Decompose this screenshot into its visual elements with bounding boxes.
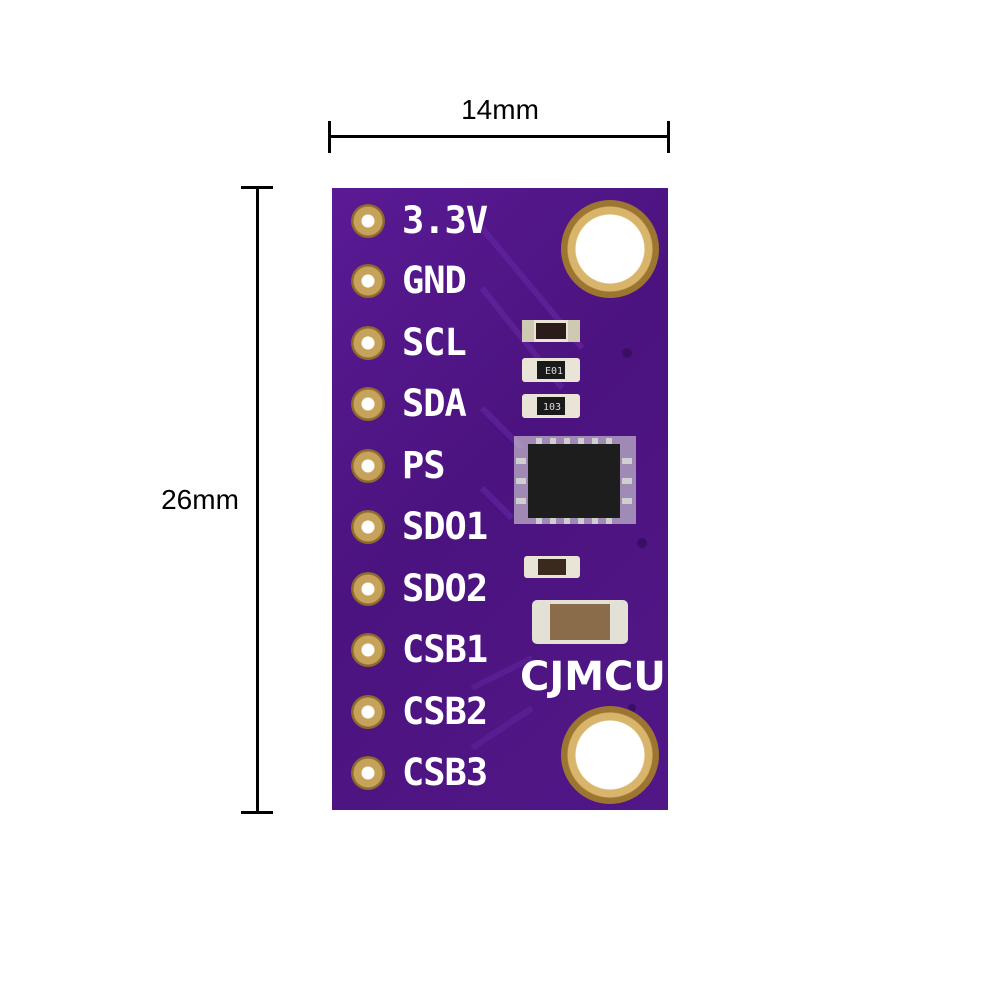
pin-pad [351,572,385,606]
pin-label: CSB2 [402,690,488,733]
smd-component-4 [524,556,580,578]
width-dimension-tick-right [667,121,670,153]
mounting-hole-bottom [561,706,659,804]
smd-component-1 [522,320,580,342]
svg-text:103: 103 [543,402,561,413]
pin-pad [351,326,385,360]
svg-text:E01: E01 [545,366,563,377]
pin-pad [351,204,385,238]
pin-pad [351,449,385,483]
pin-label: SDO1 [402,505,488,548]
width-dimension-line [330,135,670,138]
brand-silkscreen: CJMCU [520,654,666,700]
pin-pad [351,633,385,667]
smd-component-3: 103 [522,394,580,418]
smd-component-2: E01 [522,358,580,382]
width-dimension-tick-left [328,121,331,153]
pin-pad [351,510,385,544]
pin-label: GND [402,259,467,302]
pin-label: SCL [402,321,467,364]
pin-pad [351,756,385,790]
width-dimension-label: 14mm [461,94,539,125]
pin-label: CSB1 [402,628,488,671]
pcb-components-graphic: E01 103 [470,226,647,751]
pin-label: 3.3V [402,199,488,242]
pin-pad [351,264,385,298]
sensor-chip [514,436,636,524]
pin-label: CSB3 [402,751,488,794]
pin-label: SDA [402,382,467,425]
height-dimension-tick-bottom [241,811,273,814]
pin-pad [351,387,385,421]
pcb-board: E01 103 [332,188,668,810]
pin-pad [351,695,385,729]
pin-label: SDO2 [402,567,488,610]
ceramic-capacitor [532,600,628,644]
height-dimension-line [256,187,259,813]
height-dimension-label: 26mm [161,484,239,515]
pin-label: PS [402,444,446,487]
height-dimension-tick-top [241,186,273,189]
mounting-hole-top [561,200,659,298]
